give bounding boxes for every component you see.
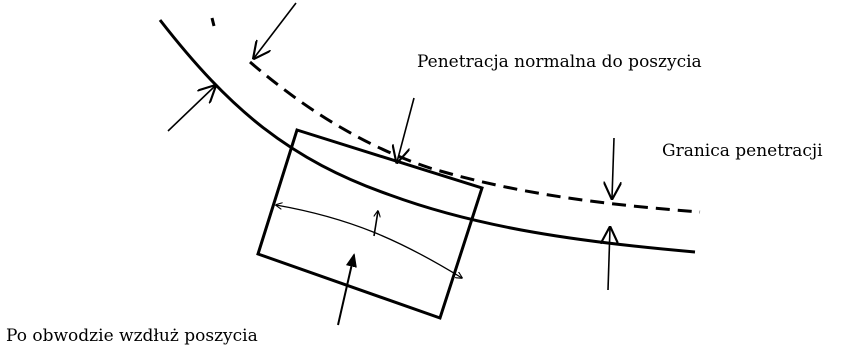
shell-up-arrow <box>608 228 610 291</box>
hull-shell-curve <box>158 19 696 254</box>
label-along-hull: Po obwodzie wzdłuż poszycia <box>6 326 258 346</box>
shell-left-arrow <box>167 86 215 132</box>
label-penetration-limit: Granica penetracji <box>662 141 823 161</box>
penetration-zone-rectangle <box>256 128 484 320</box>
inner-up-arrow <box>373 211 378 237</box>
bottom-arrow <box>337 255 354 326</box>
top-left-arrow <box>254 2 297 58</box>
normal-penetration-arrow <box>397 97 415 162</box>
penetration-limit-curve <box>210 17 701 214</box>
along-hull-double-arrow <box>276 205 462 278</box>
limit-down-arrow <box>612 137 614 198</box>
label-normal-penetration: Penetracja normalna do poszycia <box>417 52 702 72</box>
